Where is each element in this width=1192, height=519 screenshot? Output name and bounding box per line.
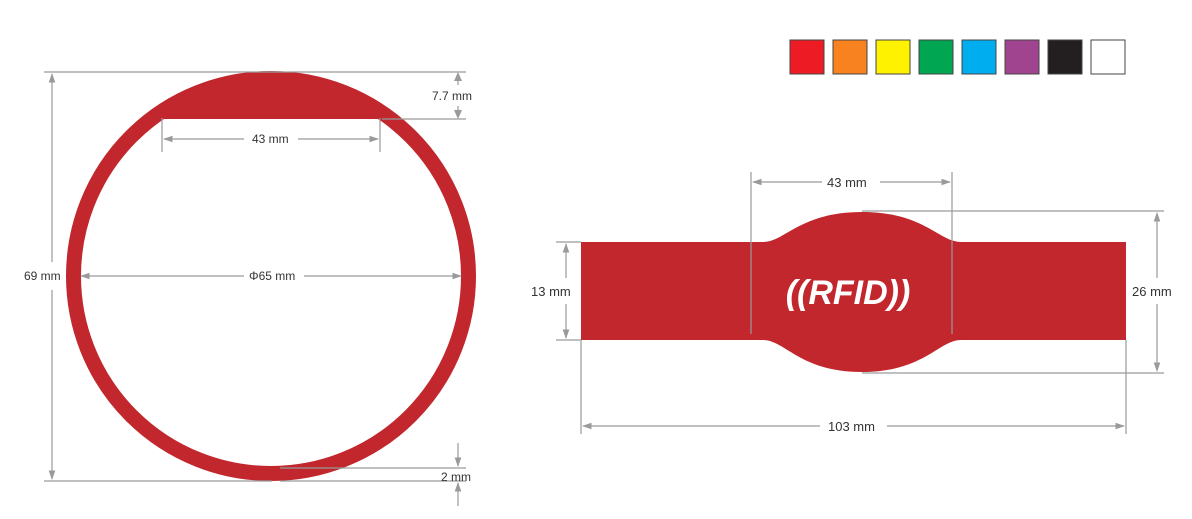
swatch-black[interactable] — [1047, 39, 1083, 75]
swatch-red[interactable] — [789, 39, 825, 75]
chip-width-label-flat: 43 mm — [827, 175, 867, 190]
band-width-label: 13 mm — [531, 284, 571, 299]
swatch-yellow[interactable] — [875, 39, 911, 75]
swatch-cyan[interactable] — [961, 39, 997, 75]
chip-width-label-round: 43 mm — [252, 132, 289, 146]
chip-housing-round — [67, 72, 475, 119]
chip-height-label: 26 mm — [1132, 284, 1172, 299]
swatch-purple[interactable] — [1004, 39, 1040, 75]
color-swatches — [789, 39, 1126, 75]
flat-view: ((RFID)) 43 mm 13 mm 26 mm 103 mm — [531, 172, 1172, 434]
swatch-orange[interactable] — [832, 39, 868, 75]
round-view: 69 mm Φ65 mm 43 mm 7.7 mm 2 mm — [24, 71, 476, 506]
rfid-logo: ((RFID)) — [786, 274, 911, 312]
height-label: 69 mm — [24, 269, 61, 283]
swatch-green[interactable] — [918, 39, 954, 75]
swatch-white[interactable] — [1090, 39, 1126, 75]
thickness-label: 2 mm — [441, 470, 471, 484]
chip-depth-label: 7.7 mm — [432, 89, 472, 103]
inner-diameter-label: Φ65 mm — [249, 269, 295, 283]
wristband-flat — [581, 212, 1126, 372]
length-label: 103 mm — [828, 419, 875, 434]
